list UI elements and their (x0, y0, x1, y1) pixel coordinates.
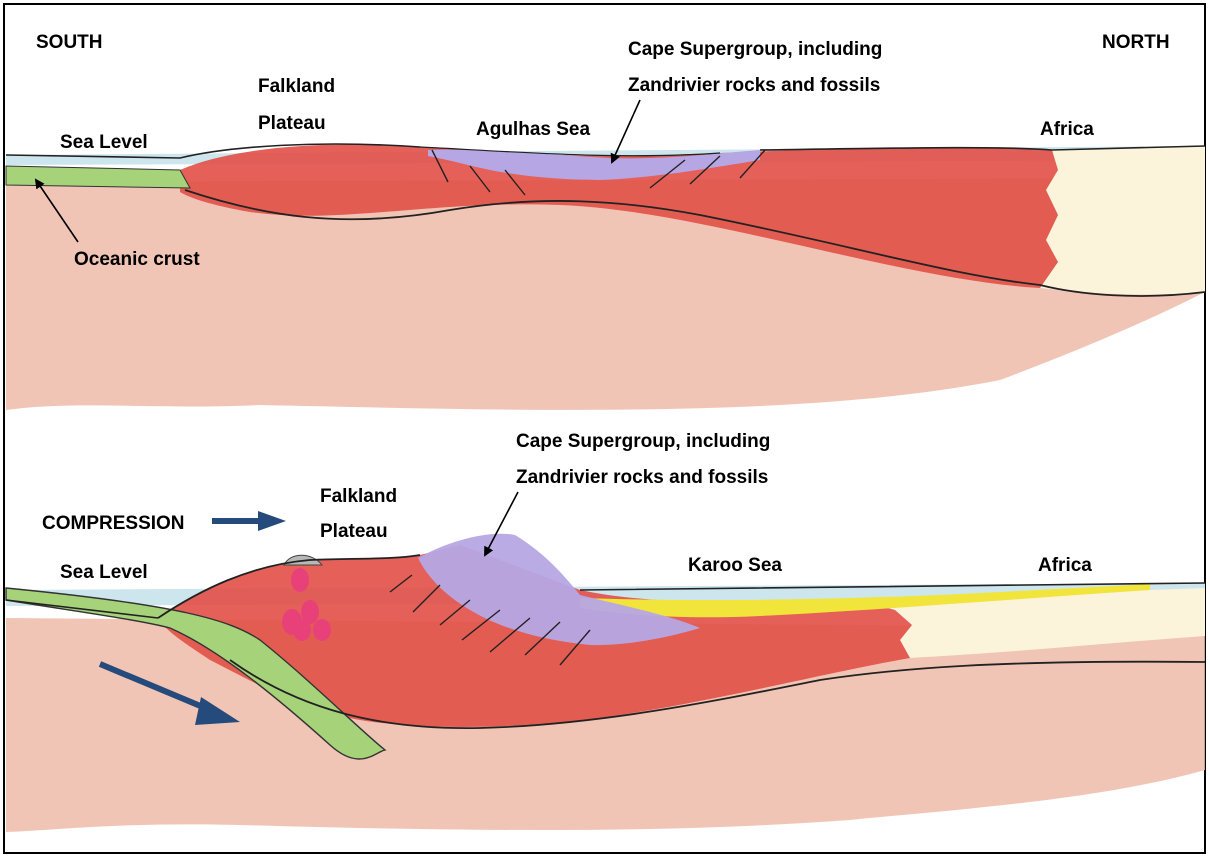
bottom-cape-label-line1: Cape Supergroup, including (516, 432, 770, 451)
south-label: SOUTH (36, 33, 103, 52)
north-label: NORTH (1102, 33, 1170, 52)
top-cape-label-line1: Cape Supergroup, including (628, 40, 882, 59)
bottom-cape-label-line2: Zandrivier rocks and fossils (516, 468, 768, 487)
bottom-sea-level-label: Sea Level (60, 563, 148, 582)
fossil-cluster (291, 568, 309, 592)
bottom-africa-label: Africa (1038, 556, 1092, 575)
agulhas-sea-label: Agulhas Sea (476, 120, 590, 139)
karoo-sea-label: Karoo Sea (688, 556, 782, 575)
fossil-cluster (293, 619, 311, 641)
fossil-cluster (313, 619, 331, 641)
top-cape-label-line2: Zandrivier rocks and fossils (628, 76, 880, 95)
oceanic-crust-label: Oceanic crust (74, 250, 200, 269)
top-falkland-label-line1: Falkland (258, 77, 335, 96)
top-falkland-label-line2: Plateau (258, 114, 326, 133)
top-africa-label: Africa (1040, 120, 1094, 139)
top-africa-block (1040, 146, 1205, 295)
compression-label: COMPRESSION (42, 514, 185, 533)
top-oceanic-crust (6, 166, 190, 188)
bottom-falkland-label-line1: Falkland (320, 487, 397, 506)
top-sea-level-label: Sea Level (60, 133, 148, 152)
bottom-falkland-label-line2: Plateau (320, 522, 388, 541)
